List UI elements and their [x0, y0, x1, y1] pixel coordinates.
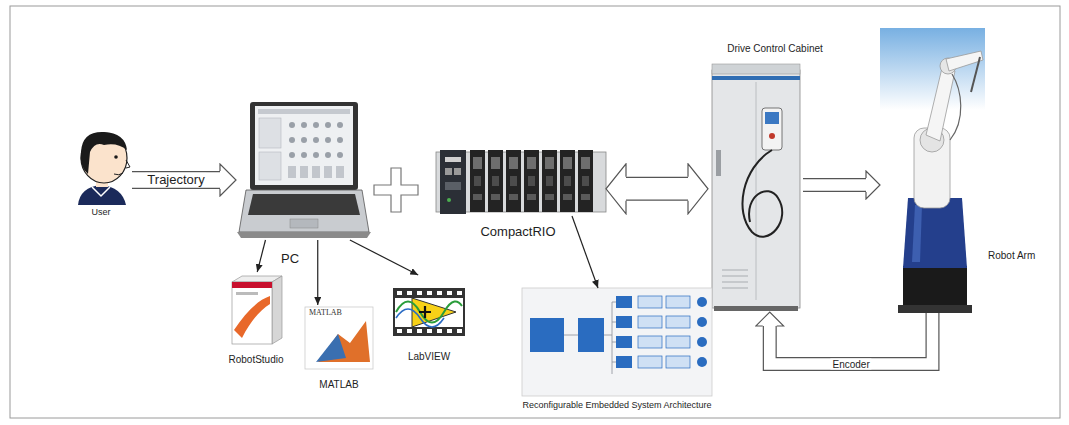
block-arrow [803, 185, 866, 186]
block-arrow [770, 313, 933, 364]
software-icon: LabVIEW [393, 275, 465, 347]
drive-control-cabinet: Drive Control Cabinet [708, 62, 803, 312]
node-label: RobotStudio [228, 354, 283, 366]
node-label: Reconfigurable Embedded System Architect… [522, 400, 711, 410]
logo-text: MATLAB [309, 309, 342, 318]
arrow-line [317, 240, 318, 305]
node-label: Drive Control Cabinet [727, 43, 823, 55]
laptop-pc: PC [236, 100, 370, 240]
software-icon: RobotStudio [225, 272, 287, 350]
matlab-icon [305, 307, 373, 369]
architecture-figure: Reconfigurable Embedded System Architect… [522, 288, 712, 398]
robotstudio-icon [232, 276, 282, 344]
robot-illustration [880, 28, 985, 313]
cabinet-illustration [712, 64, 800, 311]
node-label: CompactRIO [480, 225, 555, 240]
block-arrow [626, 188, 688, 189]
robot-arm: Robot Arm [880, 28, 985, 313]
arrow-line [350, 240, 418, 275]
user-figure: User [70, 130, 132, 205]
user-figure [78, 132, 130, 205]
compactrio-controller: CompactRIO [436, 148, 606, 216]
node-label: Robot Arm [988, 250, 1035, 262]
laptop-illustration [237, 102, 371, 238]
architecture-figure [522, 288, 712, 396]
edge-label: Encoder [831, 359, 872, 370]
node-label: User [91, 207, 110, 217]
compactrio-illustration [436, 150, 606, 214]
labview-icon [393, 288, 465, 336]
node-label: LabVIEW [408, 351, 450, 363]
arrow-line [257, 240, 265, 272]
edge-label: Trajectory [145, 173, 206, 187]
node-label: MATLAB [319, 379, 358, 391]
plus-sign [374, 168, 418, 212]
picture-frame [10, 6, 1060, 418]
arrow-line [572, 216, 598, 288]
node-label: PC [281, 252, 299, 267]
